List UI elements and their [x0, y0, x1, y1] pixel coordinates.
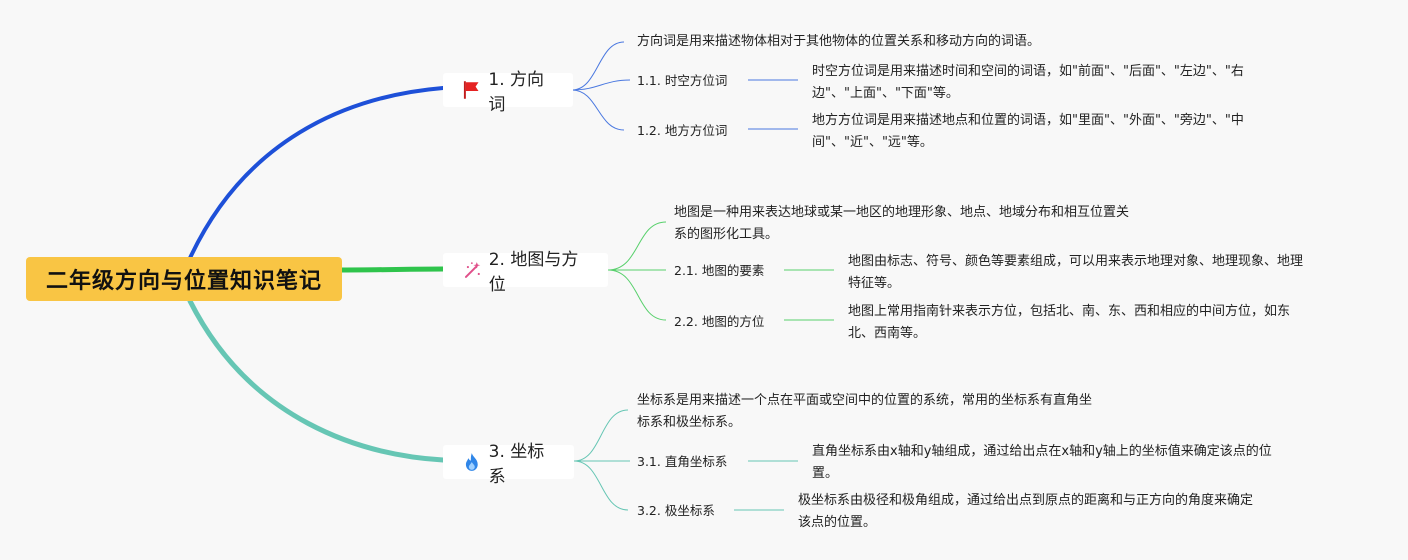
branch-map-and-direction[interactable]: 2. 地图与方位 [443, 250, 608, 295]
sub-topic-3-2[interactable]: 3.2. 极坐标系 [637, 503, 715, 518]
sub-topic-3-1[interactable]: 3.1. 直角坐标系 [637, 454, 728, 469]
branch-1-description: 方向词是用来描述物体相对于其他物体的位置关系和移动方向的词语。 [637, 34, 1041, 49]
sub-topic-1-2-description: 地方方位词是用来描述地点和位置的词语，如"里面"、"外面"、"旁边"、"中间"、… [812, 113, 1244, 150]
connector-1-sub1 [571, 79, 631, 91]
connector-1-sub2 [571, 89, 625, 131]
connector-1-desc [571, 41, 625, 91]
sub-topic-2-1-description: 地图由标志、符号、颜色等要素组成，可以用来表示地理对象、地理现象、地理特征等。 [848, 254, 1304, 291]
fire-icon [465, 453, 478, 471]
connector-2-sub2 [607, 269, 667, 321]
branch-coordinate-system[interactable]: 3. 坐标系 [443, 442, 574, 487]
branch-label: 1. 方向词 [488, 70, 545, 115]
sub-topic-1-1[interactable]: 1.1. 时空方位词 [637, 73, 728, 88]
root-topic[interactable]: 二年级方向与位置知识笔记 [26, 257, 342, 301]
connector-branch-3 [187, 298, 446, 463]
sub-topic-2-2[interactable]: 2.2. 地图的方位 [674, 314, 765, 329]
connector-branch-1 [188, 86, 445, 260]
sub-topic-1-1-description: 时空方位词是用来描述时间和空间的词语，如"前面"、"后面"、"左边"、"右边"、… [812, 64, 1244, 101]
sub-topic-2-1[interactable]: 2.1. 地图的要素 [674, 263, 765, 278]
branch-label: 3. 坐标系 [488, 442, 545, 487]
connector-3-desc [573, 409, 629, 462]
branch-label: 2. 地图与方位 [488, 250, 579, 295]
connector-2-desc [607, 221, 667, 271]
connector-3-sub2 [573, 460, 629, 511]
red-flag-icon [463, 81, 479, 99]
sub-topic-1-2[interactable]: 1.2. 地方方位词 [637, 123, 728, 138]
sub-topic-2-2-description: 地图上常用指南针来表示方位，包括北、南、东、西和相应的中间方位，如东北、西南等。 [848, 304, 1291, 341]
sub-topic-3-2-description: 极坐标系由极径和极角组成，通过给出点到原点的距离和与正方向的角度来确定该点的位置… [798, 493, 1254, 530]
connector-branch-2 [339, 266, 446, 273]
branch-3-description: 坐标系是用来描述一个点在平面或空间中的位置的系统，常用的坐标系有直角坐标系和极坐… [637, 393, 1093, 430]
magic-wand-icon [464, 262, 481, 278]
branch-2-description: 地图是一种用来表达地球或某一地区的地理形象、地点、地域分布和相互位置关系的图形化… [674, 205, 1130, 242]
sub-topic-3-1-description: 直角坐标系由x轴和y轴组成，通过给出点在x轴和y轴上的坐标值来确定该点的位置。 [812, 444, 1272, 481]
branch-direction-words[interactable]: 1. 方向词 [443, 70, 573, 115]
